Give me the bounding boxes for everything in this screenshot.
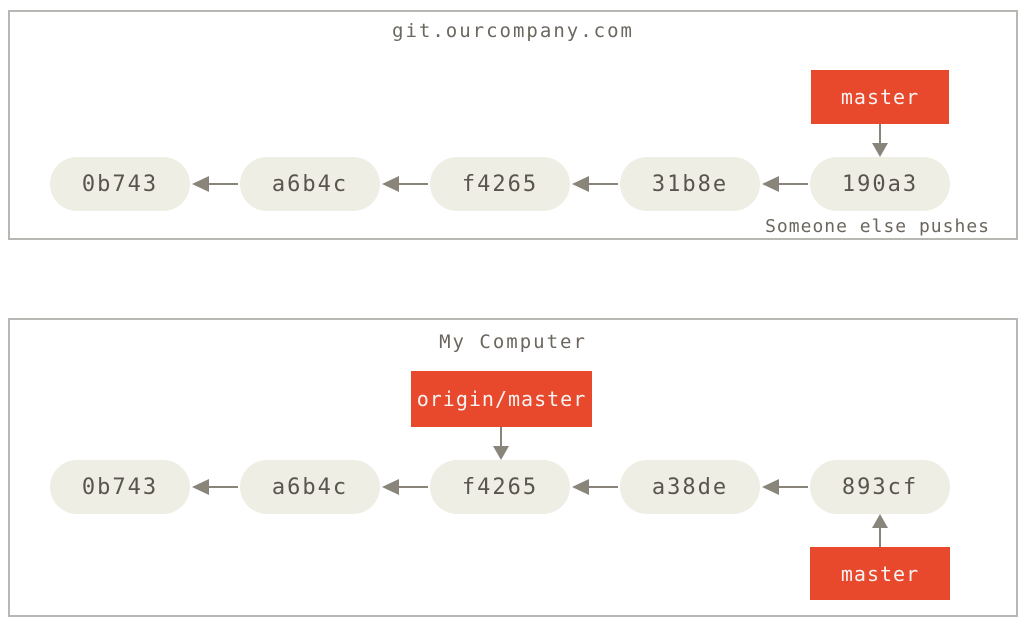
arrow-down-icon bbox=[493, 427, 509, 460]
panel-title: My Computer bbox=[439, 331, 587, 353]
commit-node: f4265 bbox=[430, 460, 570, 514]
arrow-head bbox=[572, 479, 589, 495]
branch-badge-master: master bbox=[810, 547, 950, 600]
arrow-up-icon bbox=[872, 514, 888, 547]
branch-badge-master: master bbox=[811, 70, 949, 124]
arrow-line bbox=[500, 427, 502, 448]
arrow-head bbox=[872, 514, 888, 528]
arrow-head bbox=[382, 176, 399, 192]
arrow-head bbox=[493, 446, 509, 460]
branch-badge-origin-master: origin/master bbox=[411, 371, 592, 427]
commit-node: f4265 bbox=[430, 157, 570, 211]
arrow-down-icon bbox=[872, 124, 888, 157]
arrow-head bbox=[762, 479, 779, 495]
arrow-left-icon bbox=[762, 176, 808, 192]
arrow-left-icon bbox=[382, 176, 428, 192]
arrow-head bbox=[192, 479, 209, 495]
commit-node: a38de bbox=[620, 460, 760, 514]
panel-my-computer: My Computer origin/master 0b743 a6b4c f4… bbox=[8, 318, 1018, 617]
commit-node: 0b743 bbox=[50, 157, 190, 211]
commit-node: a6b4c bbox=[240, 157, 380, 211]
arrow-head bbox=[762, 176, 779, 192]
commit-node: 190a3 bbox=[810, 157, 950, 211]
arrow-line bbox=[776, 183, 808, 185]
arrow-line bbox=[586, 486, 618, 488]
panel-caption: Someone else pushes bbox=[765, 216, 990, 237]
arrow-head bbox=[872, 143, 888, 157]
arrow-left-icon bbox=[192, 176, 238, 192]
arrow-line bbox=[206, 486, 238, 488]
arrow-line bbox=[206, 183, 238, 185]
arrow-line bbox=[586, 183, 618, 185]
arrow-line bbox=[776, 486, 808, 488]
arrow-line bbox=[396, 486, 428, 488]
commit-node: a6b4c bbox=[240, 460, 380, 514]
arrow-line bbox=[879, 526, 881, 547]
commit-node: 31b8e bbox=[620, 157, 760, 211]
arrow-left-icon bbox=[572, 479, 618, 495]
arrow-head bbox=[382, 479, 399, 495]
arrow-left-icon bbox=[762, 479, 808, 495]
arrow-head bbox=[192, 176, 209, 192]
arrow-head bbox=[572, 176, 589, 192]
arrow-left-icon bbox=[572, 176, 618, 192]
panel-title: git.ourcompany.com bbox=[392, 20, 634, 42]
commit-node: 0b743 bbox=[50, 460, 190, 514]
arrow-left-icon bbox=[382, 479, 428, 495]
panel-remote-server: git.ourcompany.com master 0b743 a6b4c f4… bbox=[8, 10, 1018, 240]
commit-node: 893cf bbox=[810, 460, 950, 514]
arrow-left-icon bbox=[192, 479, 238, 495]
arrow-line bbox=[879, 124, 881, 145]
arrow-line bbox=[396, 183, 428, 185]
